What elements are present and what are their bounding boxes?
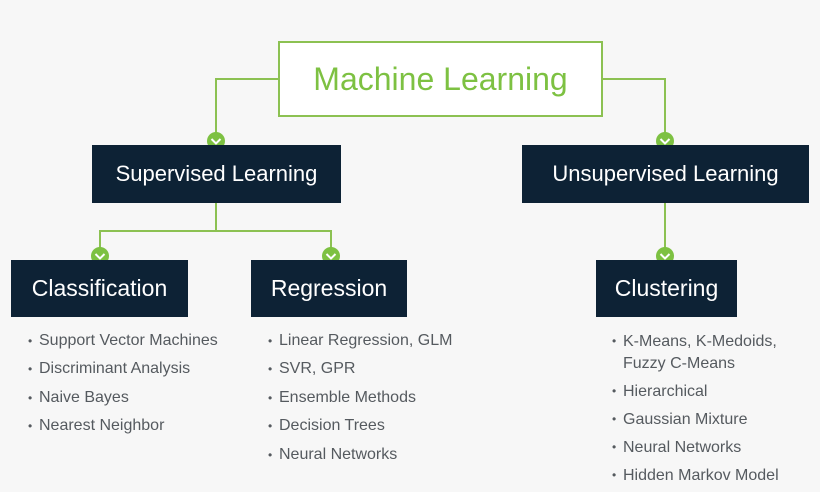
- node-regression: Regression: [251, 260, 407, 317]
- node-unsupervised-learning: Unsupervised Learning: [522, 145, 809, 203]
- node-label: Supervised Learning: [115, 161, 318, 186]
- node-supervised-learning: Supervised Learning: [92, 145, 341, 203]
- list-item: Linear Regression, GLM: [268, 331, 452, 351]
- list-item: Naive Bayes: [28, 388, 218, 408]
- list-item: Nearest Neighbor: [28, 416, 218, 436]
- root-node-machine-learning: Machine Learning: [278, 41, 603, 117]
- list-item: Discriminant Analysis: [28, 359, 218, 379]
- list-item: Neural Networks: [268, 445, 452, 465]
- list-item: Ensemble Methods: [268, 388, 452, 408]
- list-item-line: K-Means, K-Medoids,: [623, 333, 777, 350]
- node-label: Classification: [31, 275, 168, 301]
- list-item: Hierarchical: [612, 381, 812, 403]
- node-label: Clustering: [614, 275, 719, 301]
- list-item: SVR, GPR: [268, 359, 452, 379]
- list-item: Hidden Markov Model: [612, 465, 812, 487]
- list-item: Neural Networks: [612, 437, 812, 459]
- connector-root-supervised: [215, 78, 278, 138]
- list-item: K-Means, K-Medoids, Fuzzy C-Means: [612, 331, 812, 375]
- list-item-line: Fuzzy C-Means: [623, 355, 736, 372]
- list-item: Support Vector Machines: [28, 331, 218, 351]
- node-label: Regression: [270, 275, 388, 301]
- node-classification: Classification: [11, 260, 188, 317]
- node-clustering: Clustering: [596, 260, 737, 317]
- connector-root-unsupervised: [603, 78, 666, 138]
- clustering-methods-list: K-Means, K-Medoids, Fuzzy C-Means Hierar…: [612, 331, 812, 492]
- regression-methods-list: Linear Regression, GLM SVR, GPR Ensemble…: [268, 331, 452, 473]
- root-node-label: Machine Learning: [313, 60, 568, 97]
- connector-supervised-branch: [99, 230, 332, 253]
- list-item: Decision Trees: [268, 416, 452, 436]
- classification-methods-list: Support Vector Machines Discriminant Ana…: [28, 331, 218, 445]
- node-label: Unsupervised Learning: [552, 161, 779, 186]
- list-item: Gaussian Mixture: [612, 409, 812, 431]
